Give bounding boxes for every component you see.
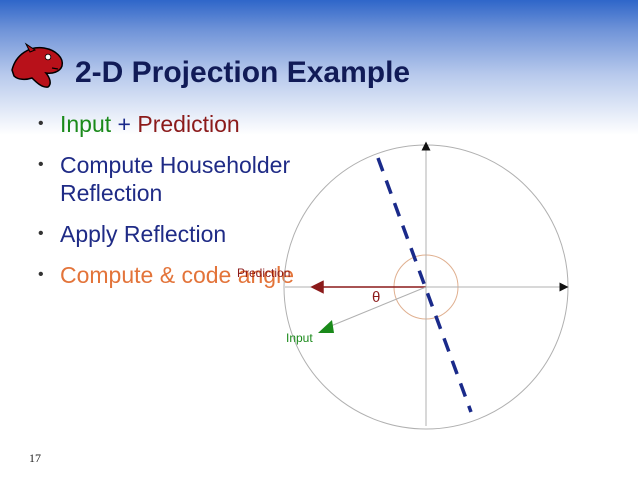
bullet-text: Apply Reflection [60, 221, 227, 247]
bullet-dot-icon: • [38, 156, 44, 173]
header-band [0, 0, 638, 135]
input-vector-arrowhead [318, 320, 334, 333]
bullet-text: Compute Householder Reflection [60, 152, 291, 206]
input-vector-line [325, 286, 427, 329]
bullet-text: Input [60, 111, 112, 137]
bullet-dot-icon: • [38, 115, 44, 132]
theta-label: θ [372, 289, 380, 306]
slide-title: 2-D Projection Example [75, 56, 411, 89]
bullet-item: • Apply Reflection [38, 220, 328, 248]
input-label: Input [286, 331, 313, 345]
bullet-item: • Compute & code angle [38, 261, 328, 289]
page-number: 17 [29, 451, 41, 465]
bullet-item: • Input + Prediction [38, 110, 328, 138]
bullet-item: • Compute Householder Reflection [38, 151, 328, 207]
bullet-text: + [111, 111, 138, 137]
reflection-line [376, 157, 473, 413]
bullet-text: Prediction [137, 111, 240, 137]
bullet-dot-icon: • [38, 225, 44, 242]
bullet-dot-icon: • [38, 266, 44, 283]
bullet-text: Compute & code angle [60, 262, 294, 288]
bullet-list: • Input + Prediction • Compute Householder … [38, 110, 328, 302]
mozilla-dragon-icon [11, 42, 64, 88]
prediction-label: Prediction [237, 266, 290, 280]
